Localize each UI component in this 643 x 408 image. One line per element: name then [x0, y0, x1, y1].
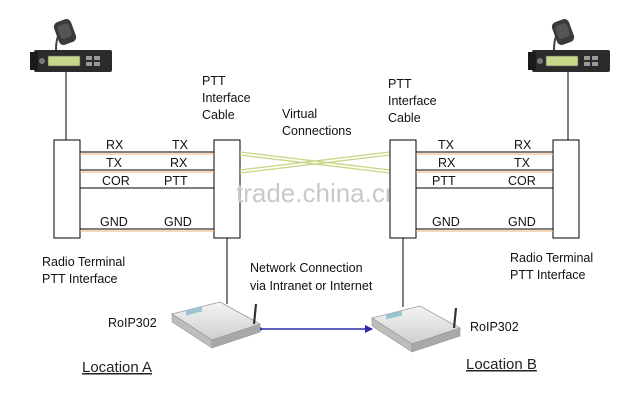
terminal-a-title-2: PTT Interface: [42, 272, 118, 286]
roip-gateway-icon: [371, 305, 461, 353]
cable-b-title-2: Interface: [388, 94, 437, 108]
wires-b: [416, 151, 553, 232]
device-b-label: RoIP302: [470, 320, 519, 334]
terminal-b-title-1: Radio Terminal: [510, 251, 593, 265]
ptt-cable-b: [389, 139, 417, 239]
cable-a-pin-rx: RX: [170, 156, 188, 170]
radio-terminal-b: [552, 139, 580, 239]
radio-icon: [528, 19, 610, 72]
network-label-1: Network Connection: [250, 261, 363, 275]
roip-gateway-icon: [171, 301, 261, 349]
cable-a-title-2: Interface: [202, 91, 251, 105]
cable-a-pin-gnd: GND: [164, 215, 192, 229]
terminal-a-pin-cor: COR: [102, 174, 130, 188]
radio-terminal-a: [53, 139, 81, 239]
cable-b-title-1: PTT: [388, 77, 412, 91]
location-a-label: Location A: [82, 359, 152, 376]
cable-b-pin-rx: RX: [438, 156, 456, 170]
cable-b-pin-tx: TX: [438, 138, 455, 152]
network-label-2: via Intranet or Internet: [250, 279, 373, 293]
terminal-a-pin-rx: RX: [106, 138, 124, 152]
cable-a-title-3: Cable: [202, 108, 235, 122]
device-a-label: RoIP302: [108, 316, 157, 330]
cable-b-pin-gnd: GND: [432, 215, 460, 229]
cable-a-title-1: PTT: [202, 74, 226, 88]
terminal-b-pin-rx: RX: [514, 138, 532, 152]
terminal-b-title-2: PTT Interface: [510, 268, 586, 282]
terminal-b-pin-gnd: GND: [508, 215, 536, 229]
terminal-a-pin-tx: TX: [106, 156, 123, 170]
cable-a-pin-tx: TX: [172, 138, 189, 152]
virtual-label-2: Connections: [282, 124, 352, 138]
watermark: trade.china.cn: [236, 178, 399, 208]
location-b-label: Location B: [466, 356, 537, 373]
terminal-b-pin-tx: TX: [514, 156, 531, 170]
virtual-label-1: Virtual: [282, 107, 317, 121]
terminal-b-pin-cor: COR: [508, 174, 536, 188]
cable-b-title-3: Cable: [388, 111, 421, 125]
radio-icon: [30, 19, 112, 72]
wires-a: [80, 151, 214, 232]
terminal-a-title-1: Radio Terminal: [42, 255, 125, 269]
terminal-a-pin-gnd: GND: [100, 215, 128, 229]
virtual-connection-lines: [239, 151, 391, 174]
cable-a-pin-ptt: PTT: [164, 174, 188, 188]
cable-b-pin-ptt: PTT: [432, 174, 456, 188]
